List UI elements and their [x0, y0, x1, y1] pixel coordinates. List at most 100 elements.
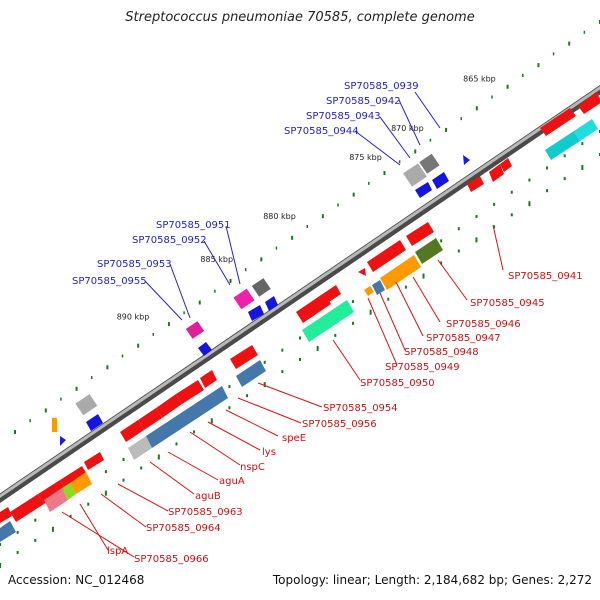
gene-red-arrow[interactable] [367, 240, 406, 272]
gene-label[interactable]: SP70585_0955 [72, 276, 147, 287]
gene-cyan-block[interactable] [545, 131, 580, 160]
gene-magenta-box[interactable] [233, 288, 255, 310]
gene-darkgrey-box[interactable] [251, 278, 271, 297]
gene-label[interactable]: SP70585_0950 [360, 378, 435, 389]
gene-steel-block[interactable] [146, 386, 228, 448]
ruler-tick [368, 181, 370, 185]
gene-blue-arrow[interactable] [60, 436, 66, 446]
gene-label[interactable]: aguB [195, 491, 221, 502]
gene-orange-small[interactable] [52, 418, 57, 432]
gene-label[interactable]: SP70585_0939 [344, 81, 419, 92]
gene-orange-block[interactable] [70, 472, 92, 494]
gene-red-arrow[interactable] [200, 370, 217, 388]
gene-blue-block[interactable] [265, 296, 278, 311]
gene-green-block[interactable] [302, 300, 354, 342]
ruler-tick [167, 322, 170, 327]
gene-label[interactable]: SP70585_0946 [446, 319, 521, 330]
gene-cyan-block[interactable] [574, 119, 598, 141]
gene-blue-block[interactable] [198, 342, 212, 356]
gene-darkgrey-box[interactable] [419, 153, 440, 174]
gene-blue-block[interactable] [415, 182, 432, 198]
gene-magenta-box[interactable] [185, 321, 205, 339]
gene-label[interactable]: lspA [107, 546, 128, 557]
gene-label[interactable]: SP70585_0964 [146, 523, 221, 534]
gene-red-arrow[interactable] [296, 293, 331, 323]
gene-steel-block[interactable] [372, 280, 385, 295]
ruler-tick [506, 84, 509, 89]
ruler-tick [546, 189, 549, 193]
gene-red-arrow[interactable] [176, 380, 204, 404]
gene-red-arrow[interactable] [500, 158, 512, 172]
gene-red-arrow[interactable] [120, 420, 144, 442]
gene-label[interactable]: SP70585_0954 [323, 403, 398, 414]
gene-grey-box[interactable] [75, 394, 98, 416]
gene-blue-arrow[interactable] [463, 155, 470, 165]
gene-label[interactable]: SP70585_0943 [306, 111, 381, 122]
gene-red-arrow[interactable] [406, 222, 434, 246]
gene-label[interactable]: SP70585_0956 [302, 419, 377, 430]
gene-red-arrow[interactable] [540, 108, 576, 136]
ruler-tick [34, 538, 37, 542]
gene-label[interactable]: SP70585_0949 [385, 362, 460, 373]
gene-red-arrow[interactable] [489, 164, 504, 182]
gene-blue-block[interactable] [248, 305, 264, 321]
ruler-label: 875 kbp [349, 153, 382, 162]
ruler-label: 890 kbp [117, 312, 150, 321]
gene-red-arrow[interactable] [156, 394, 182, 418]
ruler-tick [493, 225, 496, 229]
map-title: Streptococcus pneumoniae 70585, complete… [125, 10, 475, 25]
gene-orange-block[interactable] [380, 255, 421, 290]
top-features[interactable] [52, 153, 470, 446]
ruler-tick [228, 406, 231, 410]
gene-steel-block[interactable] [236, 360, 266, 387]
gene-red-arrow[interactable] [0, 507, 12, 523]
ruler-tick [281, 348, 284, 352]
gene-label[interactable]: SP70585_0948 [404, 347, 479, 358]
ruler-tick [87, 502, 90, 506]
gene-label[interactable]: aguA [219, 476, 245, 487]
gene-label[interactable]: lys [262, 447, 276, 458]
gene-label[interactable]: SP70585_0945 [470, 298, 545, 309]
gene-label[interactable]: SP70585_0963 [168, 507, 243, 518]
gene-red-arrow[interactable] [38, 480, 66, 504]
gene-label[interactable]: SP70585_0947 [426, 333, 501, 344]
ruler-tick [263, 360, 266, 364]
gene-red-arrow[interactable] [84, 452, 104, 470]
ruler-tick [122, 457, 125, 461]
gene-lime-block[interactable] [62, 483, 76, 500]
gene-steel-block[interactable] [0, 521, 16, 542]
gene-grey-block[interactable] [128, 436, 152, 460]
gene-red-arrow[interactable] [230, 345, 258, 369]
gene-red-arrow[interactable] [138, 408, 162, 430]
gene-label[interactable]: SP70585_0942 [326, 96, 401, 107]
gene-label[interactable]: SP70585_0951 [156, 220, 231, 231]
gene-olive-block[interactable] [415, 238, 443, 264]
gene-pink-block[interactable] [44, 488, 68, 512]
ruler-tick [90, 376, 93, 380]
gene-grey-box[interactable] [403, 163, 427, 187]
gene-red-arrow[interactable] [10, 494, 44, 522]
gene-blue-block[interactable] [86, 414, 103, 431]
gene-label[interactable]: nspC [240, 462, 265, 473]
gene-label[interactable]: SP70585_0953 [97, 259, 172, 270]
ruler-tick [440, 239, 443, 243]
gene-red-arrow[interactable] [358, 268, 366, 276]
gene-red-arrow[interactable] [578, 92, 600, 114]
bottom-features[interactable] [0, 92, 600, 542]
gene-label[interactable]: speE [282, 433, 306, 444]
gene-label[interactable]: SP70585_0966 [134, 554, 209, 565]
ruler-tick [69, 514, 72, 518]
gene-orange-small[interactable] [364, 286, 374, 296]
ruler-tick [51, 526, 54, 532]
ruler-tick [306, 225, 308, 228]
gene-blue-block[interactable] [432, 172, 449, 189]
ruler-tick [183, 311, 185, 315]
gene-label[interactable]: SP70585_0944 [284, 126, 359, 137]
gene-label[interactable]: SP70585_0952 [132, 235, 207, 246]
gene-red-arrow[interactable] [467, 176, 484, 192]
gene-red-arrow[interactable] [324, 285, 341, 302]
gene-red-arrow[interactable] [60, 466, 88, 490]
gene-label[interactable]: SP70585_0941 [508, 271, 583, 282]
ruler-tick [246, 394, 249, 398]
